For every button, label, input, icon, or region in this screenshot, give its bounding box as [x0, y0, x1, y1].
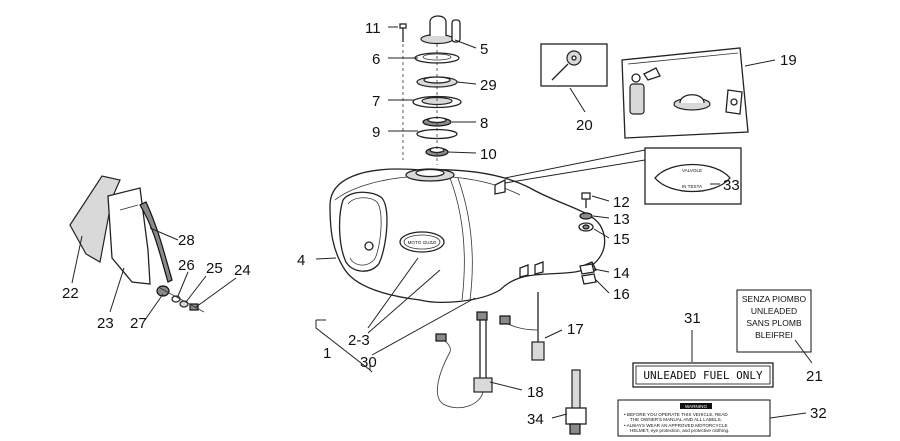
callout-13: 13 — [613, 211, 630, 228]
fuel-tap — [435, 311, 493, 409]
callout-20: 20 — [576, 117, 593, 134]
callout-12: 12 — [613, 194, 630, 211]
callout-7: 7 — [372, 93, 380, 110]
callout-2-3: 2-3 — [348, 332, 370, 349]
callout-19: 19 — [780, 52, 797, 69]
fuel-box-line-2: UNLEADED — [751, 306, 797, 316]
callout-24: 24 — [234, 262, 251, 279]
callout-6: 6 — [372, 51, 380, 68]
callout-4: 4 — [297, 252, 305, 269]
key-part-box — [540, 43, 608, 87]
fuel-level-sensor — [499, 292, 545, 361]
fuel-box-line-4: BLEIFREI — [755, 330, 793, 340]
warning-line-4: HELMET, eye protection, and protective c… — [630, 428, 729, 433]
fuel-box-line-3: SANS PLOMB — [746, 318, 802, 328]
drain-fitting — [565, 369, 587, 435]
callout-1: 1 — [323, 345, 331, 362]
callout-21: 21 — [806, 368, 823, 385]
callout-31: 31 — [684, 310, 701, 327]
warning-line-3: • ALWAYS WEAR AN APPROVED MOTORCYCLE — [624, 423, 728, 428]
decal-bottom-text: IN TESTA — [682, 184, 703, 189]
callout-18: 18 — [527, 384, 544, 401]
multilingual-fuel-label: SENZA PIOMBO UNLEADED SANS PLOMB BLEIFRE… — [736, 289, 812, 353]
tank-logo-text: MOTO GUZZI — [408, 240, 437, 245]
callout-22: 22 — [62, 285, 79, 302]
callout-17: 17 — [567, 321, 584, 338]
callout-5: 5 — [480, 41, 488, 58]
fuel-cap-assembly — [399, 15, 462, 165]
fuel-only-text: UNLEADED FUEL ONLY — [643, 369, 763, 382]
fuel-box-line-1: SENZA PIOMBO — [742, 294, 807, 304]
callout-15: 15 — [613, 231, 630, 248]
callout-25: 25 — [206, 260, 223, 277]
callout-23: 23 — [97, 315, 114, 332]
fuel-only-label: UNLEADED FUEL ONLY — [632, 362, 774, 388]
fuel-tank: MOTO GUZZI — [329, 168, 606, 303]
callout-34: 34 — [527, 411, 544, 428]
leader-lines — [71, 26, 813, 419]
callout-33: 33 — [723, 177, 740, 194]
lock-set-bag — [621, 47, 749, 139]
callout-8: 8 — [480, 115, 488, 132]
warning-line-2: THE OWNER'S MANUAL AND ALL LABELS. — [630, 417, 722, 422]
warning-label: WARNING • BEFORE YOU OPERATE THIS VEHICL… — [617, 399, 771, 437]
callout-32: 32 — [810, 405, 827, 422]
valvole-decal: VALVOLE IN TESTA — [504, 147, 742, 205]
side-covers — [69, 175, 205, 313]
warning-line-1: • BEFORE YOU OPERATE THIS VEHICLE, READ — [624, 412, 728, 417]
warning-title: WARNING — [685, 404, 707, 409]
callout-29: 29 — [480, 77, 497, 94]
callout-11: 11 — [365, 20, 381, 37]
callout-28: 28 — [178, 232, 195, 249]
callout-numbers: 11 6 7 9 5 29 8 10 20 19 33 12 13 15 14 … — [62, 20, 827, 428]
callout-26: 26 — [178, 257, 195, 274]
callout-9: 9 — [372, 124, 380, 141]
callout-16: 16 — [613, 286, 630, 303]
decal-top-text: VALVOLE — [682, 168, 702, 173]
mount-hardware — [578, 192, 597, 285]
callout-30: 30 — [360, 354, 377, 371]
callout-10: 10 — [480, 146, 497, 163]
callout-27: 27 — [130, 315, 147, 332]
callout-14: 14 — [613, 265, 630, 282]
